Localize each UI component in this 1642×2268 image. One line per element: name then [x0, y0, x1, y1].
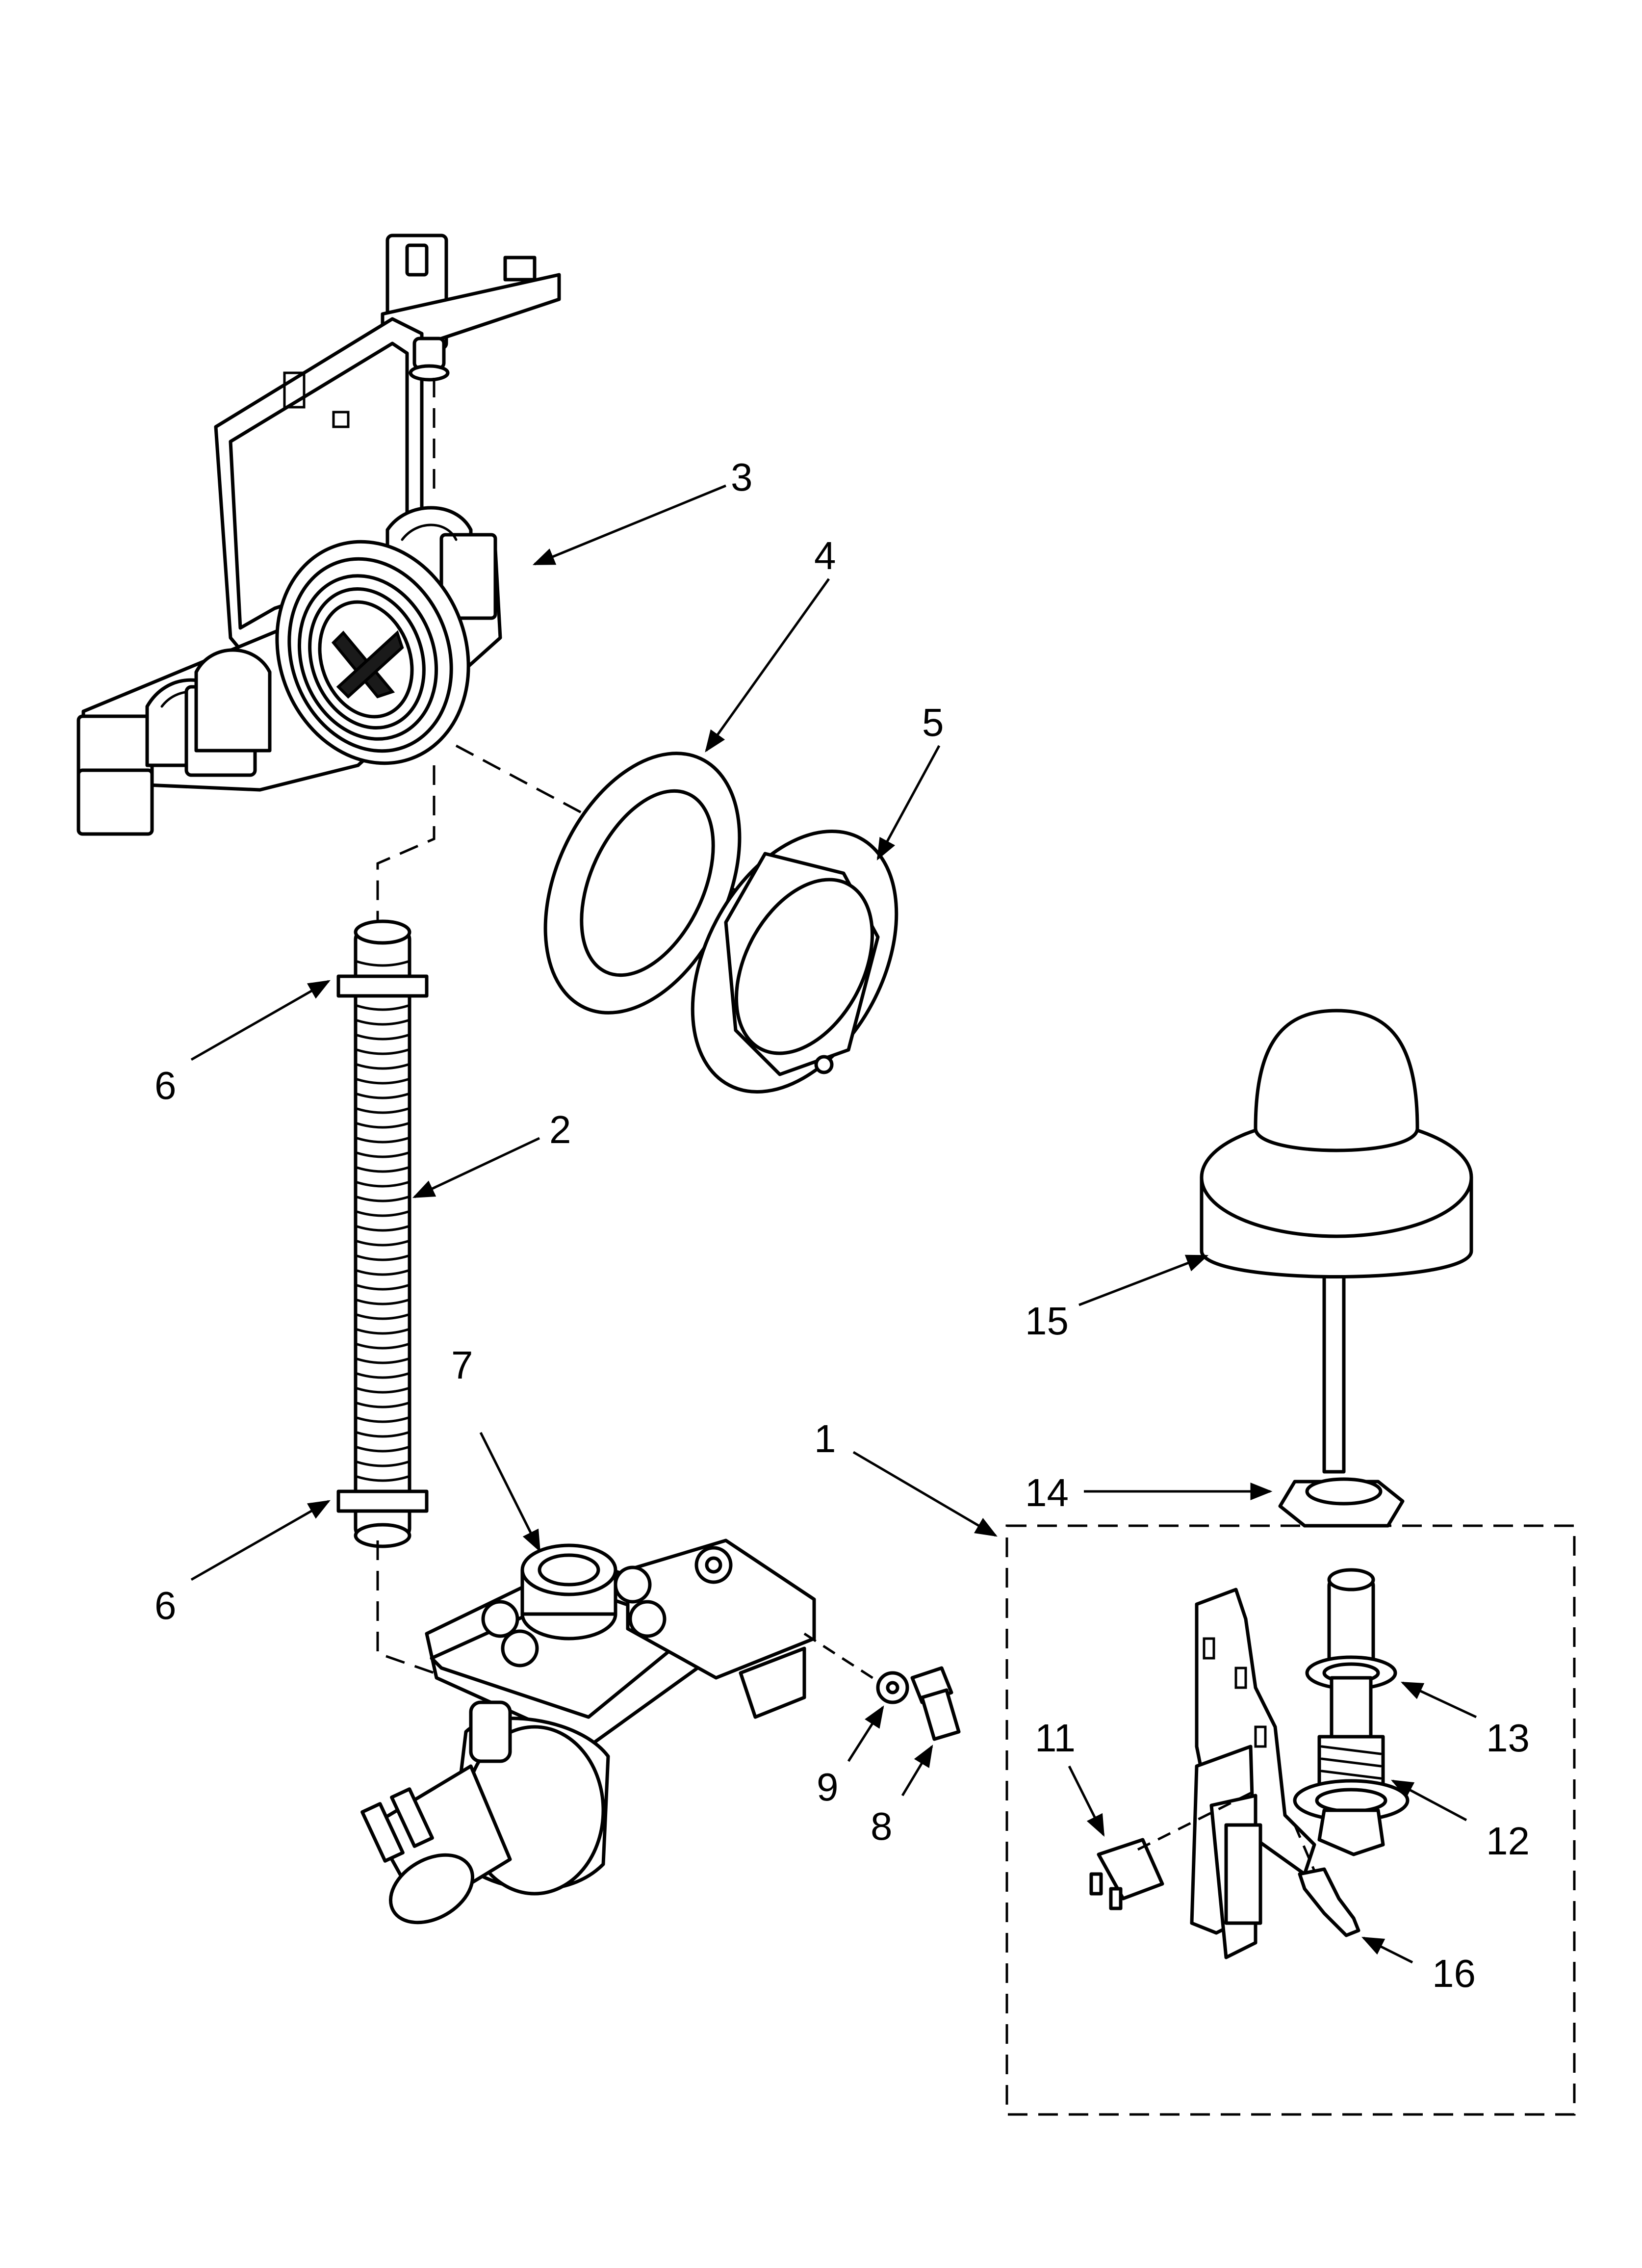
- leader-12: [1391, 1779, 1467, 1822]
- leader-7: [479, 1432, 541, 1553]
- hose-rib: [356, 1299, 410, 1305]
- part-14-hex-nut: [1278, 1477, 1405, 1528]
- part-5-hex-nut: [691, 830, 898, 1094]
- part-12-spring: [1293, 1735, 1410, 1856]
- hose-rib: [356, 1313, 410, 1320]
- hose-rib: [356, 1416, 410, 1423]
- label-9: 9: [817, 1765, 839, 1809]
- hose-rib: [356, 1004, 410, 1011]
- part-2-corrugated-hose: [336, 919, 429, 1548]
- part-3-bracket-housing: [77, 234, 561, 836]
- label-16: 16: [1432, 1952, 1476, 1995]
- hose-rib: [356, 1137, 410, 1144]
- hose-rib: [356, 1063, 410, 1070]
- callouts: 3 4 5 6 2 6 7 1 15 14 9 8 13: [154, 455, 1530, 1995]
- leader-11: [1068, 1765, 1105, 1837]
- part-15-float: [1200, 1009, 1473, 1474]
- leader-6-bottom: [190, 1500, 331, 1581]
- hose-rib: [356, 1196, 410, 1202]
- leader-5: [876, 745, 941, 860]
- hose-rib: [356, 1166, 410, 1173]
- hose-rib: [356, 1343, 410, 1350]
- hose-rib: [356, 1357, 410, 1364]
- hose-rib: [356, 1431, 410, 1438]
- hose-rib: [356, 1387, 410, 1394]
- leader-1: [852, 1451, 998, 1537]
- label-2: 2: [549, 1108, 571, 1151]
- hose-rib: [356, 1446, 410, 1453]
- hose-rib: [356, 1402, 410, 1408]
- leader-8: [901, 1745, 933, 1797]
- label-4: 4: [814, 534, 836, 577]
- hose-rib: [356, 1019, 410, 1026]
- hose-rib: [356, 1328, 410, 1335]
- hose-rib: [356, 960, 410, 967]
- label-3: 3: [731, 455, 753, 499]
- label-14: 14: [1025, 1471, 1069, 1514]
- hose-rib: [356, 1093, 410, 1099]
- hose-rib: [356, 1107, 410, 1114]
- hose-rib: [356, 1048, 410, 1055]
- leader-9: [847, 1705, 884, 1762]
- hose-rib: [356, 1475, 410, 1482]
- hose-rib: [356, 1240, 410, 1247]
- leader-2: [412, 1137, 540, 1199]
- leader-13: [1400, 1681, 1477, 1719]
- label-11: 11: [1035, 1716, 1076, 1760]
- hose-rib: [356, 1078, 410, 1085]
- hose-rib: [356, 1210, 410, 1217]
- label-6-bottom: 6: [154, 1584, 177, 1627]
- clamp-bottom: [336, 1489, 429, 1513]
- hose-rib: [356, 1034, 410, 1041]
- part-9-washer: [876, 1671, 909, 1704]
- label-1: 1: [814, 1417, 836, 1460]
- label-8: 8: [871, 1804, 893, 1848]
- label-12: 12: [1486, 1819, 1530, 1863]
- part-7-inlet-valve: [360, 1538, 816, 1925]
- label-5: 5: [922, 701, 944, 744]
- hose-rib: [356, 1372, 410, 1379]
- label-13: 13: [1486, 1716, 1530, 1760]
- hose-rib: [356, 1181, 410, 1188]
- hose-rib: [356, 1269, 410, 1276]
- leader-4: [705, 578, 830, 753]
- leader-3: [532, 484, 726, 566]
- part-4-gasket-ring: [543, 752, 742, 1015]
- part-8-screw: [910, 1666, 961, 1741]
- hose-rib: [356, 1460, 410, 1467]
- part-1-assembly-box: [1005, 1524, 1576, 2116]
- label-15: 15: [1025, 1299, 1069, 1343]
- part-16-lever: [1298, 1867, 1360, 1937]
- label-7: 7: [451, 1343, 473, 1387]
- clamp-top: [336, 974, 429, 998]
- leader-15: [1078, 1254, 1209, 1306]
- leader-6-top: [190, 980, 331, 1061]
- part-1-float-switch-assembly: [1089, 1568, 1410, 1959]
- hose-rib: [356, 1151, 410, 1158]
- hose-rib: [356, 1225, 410, 1232]
- leader-16: [1361, 1936, 1413, 1964]
- label-6-top: 6: [154, 1064, 177, 1107]
- hose-rib: [356, 1284, 410, 1291]
- hose-rib: [356, 1122, 410, 1129]
- part-11-micro-switch: [1089, 1838, 1164, 1910]
- hose-rib: [356, 1254, 410, 1261]
